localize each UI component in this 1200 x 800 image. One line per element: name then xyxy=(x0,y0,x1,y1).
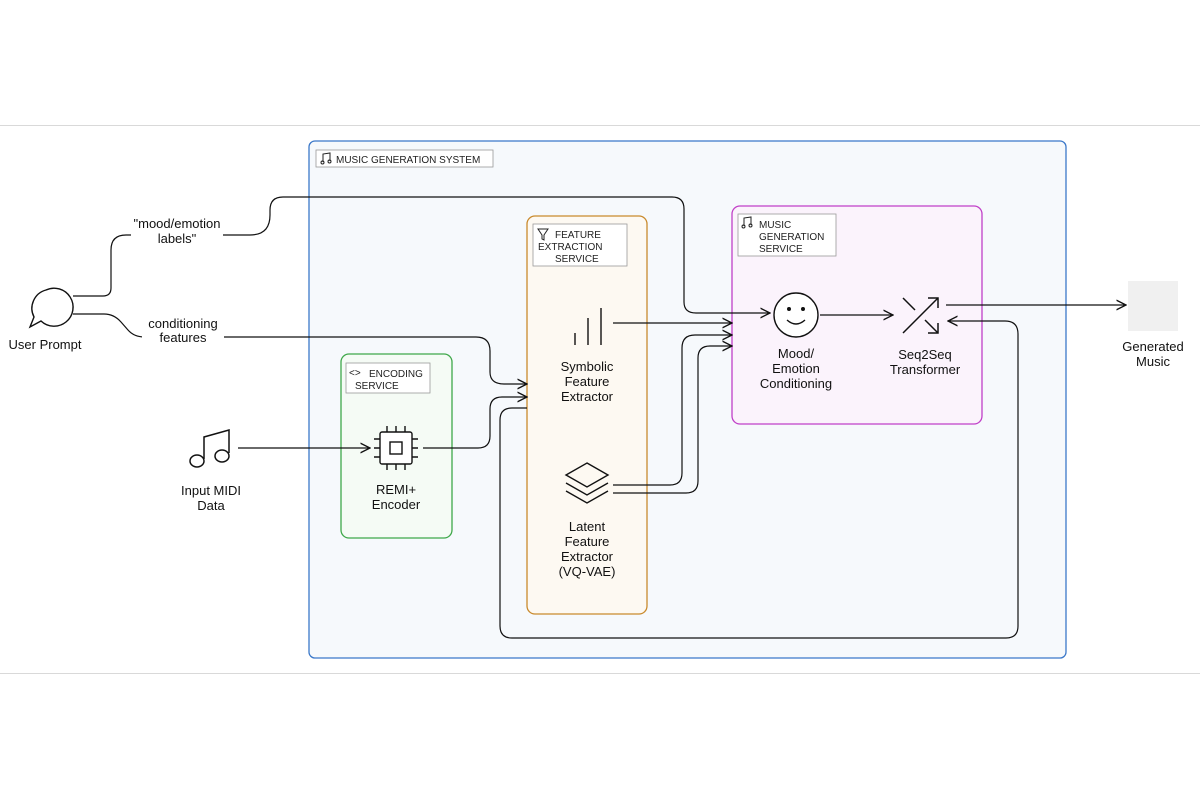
music-note-icon xyxy=(320,152,332,165)
mood-labels-bg xyxy=(131,215,223,247)
system-title-tag: MUSIC GENERATION SYSTEM xyxy=(315,149,494,168)
speech-bubble-icon xyxy=(28,287,74,329)
encoding-service-tag: <> ENCODING SERVICE xyxy=(345,362,431,394)
layers-icon xyxy=(564,462,610,504)
bottom-divider xyxy=(0,673,1200,674)
generation-title-3: SERVICE xyxy=(759,244,803,255)
music-note-icon xyxy=(741,216,753,229)
edge-prompt-to-features xyxy=(73,313,527,384)
edge-encoder-to-features xyxy=(423,397,527,449)
mood-conditioning-line3: Conditioning xyxy=(760,376,832,391)
system-title: MUSIC GENERATION SYSTEM xyxy=(336,155,480,166)
edge-latent-to-mood-2 xyxy=(613,346,732,494)
feature-extraction-service-box xyxy=(526,215,648,615)
mood-labels-line2: labels" xyxy=(158,231,197,246)
code-brackets-icon: <> xyxy=(349,368,361,379)
shuffle-icon xyxy=(902,297,939,334)
generated-music-line1: Generated xyxy=(1122,339,1183,354)
encoding-title-2: SERVICE xyxy=(355,381,399,392)
generated-music-image xyxy=(1128,281,1178,331)
latent-extractor-line4: (VQ-VAE) xyxy=(559,564,616,579)
user-prompt-label: User Prompt xyxy=(9,337,82,352)
mood-conditioning-line2: Emotion xyxy=(772,361,820,376)
chip-icon xyxy=(374,426,418,470)
conditioning-features-bg xyxy=(142,316,224,346)
edge-prompt-to-mood xyxy=(73,196,770,313)
symbolic-extractor-line1: Symbolic xyxy=(561,359,614,374)
music-note-icon xyxy=(189,429,230,468)
latent-extractor-line1: Latent xyxy=(569,519,606,534)
edge-feedback-loop xyxy=(499,321,1019,639)
feature-extraction-service-tag: FEATURE EXTRACTION SERVICE xyxy=(532,223,628,267)
mood-labels-line1: "mood/emotion xyxy=(134,216,221,231)
feature-title-3: SERVICE xyxy=(555,254,599,265)
symbolic-extractor-line3: Extractor xyxy=(561,389,614,404)
input-midi-line2: Data xyxy=(197,498,225,513)
encoding-title-1: ENCODING xyxy=(369,369,423,380)
music-generation-service-tag: MUSIC GENERATION SERVICE xyxy=(737,213,837,257)
mood-conditioning-line1: Mood/ xyxy=(778,346,815,361)
top-divider xyxy=(0,125,1200,126)
generated-music-line2: Music xyxy=(1136,354,1170,369)
feature-title-2: EXTRACTION xyxy=(538,242,602,253)
feature-title-1: FEATURE xyxy=(555,230,601,241)
symbolic-extractor-line2: Feature xyxy=(565,374,610,389)
remi-encoder-line2: Encoder xyxy=(372,497,421,512)
seq2seq-line1: Seq2Seq xyxy=(898,347,952,362)
latent-extractor-line2: Feature xyxy=(565,534,610,549)
bar-chart-icon xyxy=(574,308,602,345)
seq2seq-line2: Transformer xyxy=(890,362,961,377)
latent-extractor-line3: Extractor xyxy=(561,549,614,564)
conditioning-features-line2: features xyxy=(160,330,207,345)
input-midi-line1: Input MIDI xyxy=(181,483,241,498)
remi-encoder-line1: REMI+ xyxy=(376,482,416,497)
generation-title-1: MUSIC xyxy=(759,220,791,231)
conditioning-features-line1: conditioning xyxy=(148,316,217,331)
filter-icon xyxy=(537,228,549,241)
edge-latent-to-mood-1 xyxy=(613,335,732,486)
smiley-icon xyxy=(773,292,819,338)
generation-title-2: GENERATION xyxy=(759,232,824,243)
